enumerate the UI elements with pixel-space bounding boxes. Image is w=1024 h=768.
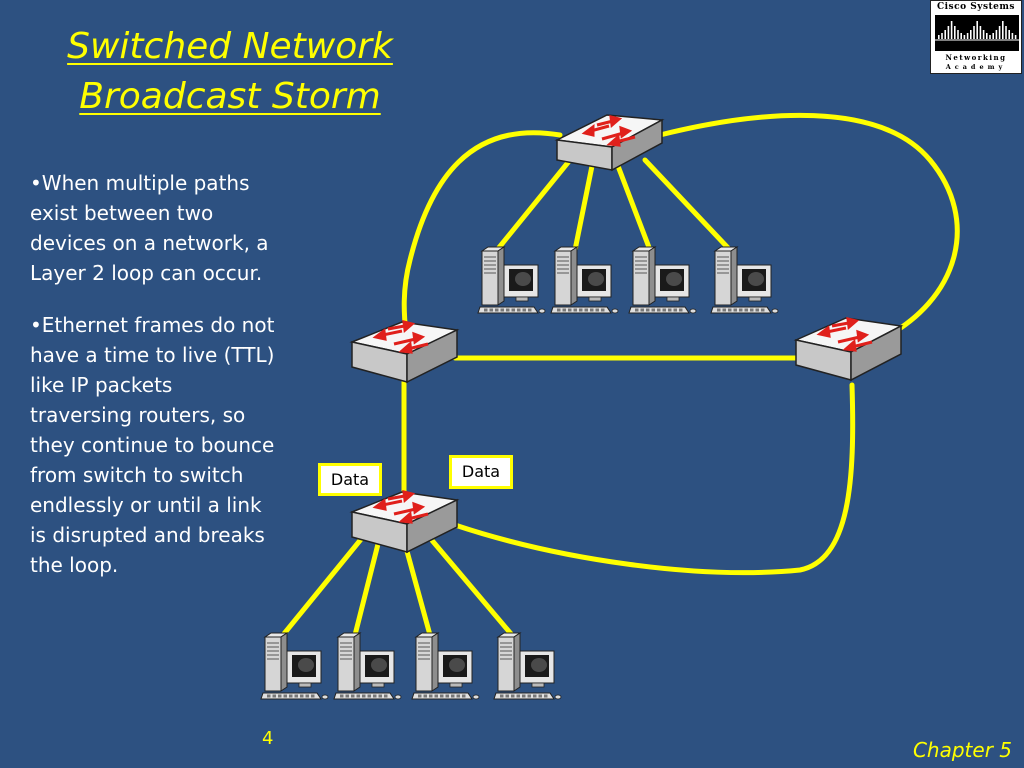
bullet-list: •When multiple paths exist between two d…: [30, 168, 280, 602]
bullet-item-layer2-loop: •When multiple paths exist between two d…: [30, 171, 269, 285]
computer-icon: [477, 246, 546, 314]
network-links: [280, 112, 960, 638]
data-frame-label: Data: [318, 463, 382, 496]
link-top-pc-1: [494, 157, 573, 253]
switch-icon: [793, 317, 904, 382]
computer-icon: [550, 246, 619, 314]
slide-title-line-1: Switched Network: [67, 26, 393, 67]
page-number: 4: [262, 728, 274, 749]
slide-title-line-2: Broadcast Storm: [79, 76, 381, 117]
computer-icon: [411, 632, 480, 700]
link-bottom-pc-1: [280, 535, 365, 638]
link-bottom-right-loop: [452, 382, 856, 576]
computer-icon: [710, 246, 779, 314]
computer-icon: [493, 632, 562, 700]
link-bottom-pc-3: [402, 541, 433, 638]
link-top-pc-3: [615, 163, 653, 253]
link-top-left-loop: [401, 130, 563, 338]
cisco-networking-academy-logo: Cisco Systems Networking Academy: [930, 0, 1022, 74]
link-top-right-loop: [657, 112, 960, 343]
data-frame-label: Data: [449, 455, 513, 489]
link-bottom-pc-2: [352, 541, 381, 638]
bullet-item-ethernet-ttl: •Ethernet frames do not have a time to l…: [30, 313, 275, 577]
logo-bars-icon: [935, 15, 1019, 51]
switch-icon: [349, 320, 460, 384]
switch-icon: [554, 114, 665, 172]
link-top-pc-4: [642, 157, 733, 253]
logo-academy-text: Academy: [945, 63, 1007, 71]
link-top-pc-2: [572, 163, 595, 253]
chapter-label: Chapter 5: [912, 738, 1012, 762]
computer-icon: [333, 632, 402, 700]
switch-icon: [349, 490, 460, 554]
logo-networking-text: Networking: [945, 53, 1007, 62]
computer-icon: [260, 632, 329, 700]
computer-icon: [628, 246, 697, 314]
link-bottom-pc-4: [427, 535, 515, 638]
logo-company-text: Cisco Systems: [936, 2, 1016, 12]
